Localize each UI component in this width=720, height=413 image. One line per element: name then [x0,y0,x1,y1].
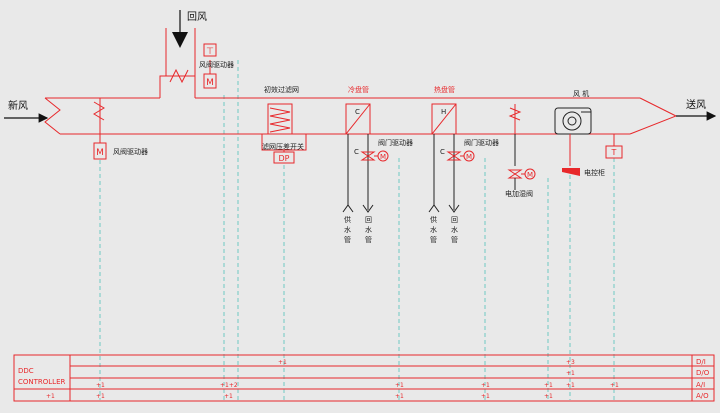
svg-text:水: 水 [451,225,458,234]
svg-text:+1: +1 [481,382,490,389]
row-label-ai: A/I [696,381,705,389]
return-damper: M ⊤ 风阀驱动器 [166,43,234,89]
temp-sensor: T [605,134,623,159]
controller-name-1: DDC [18,367,34,375]
humidifier-valve-actuator [524,168,536,180]
dp-text: DP [279,154,290,163]
ddc-controller: DDC CONTROLLER D/I D/O A/I A/O +1 +3 +1 … [13,354,715,402]
svg-text:C: C [440,148,445,156]
svg-text:+1: +1 [544,393,553,400]
fan-label: 风 机 [573,89,589,98]
svg-text:+1: +1 [96,382,105,389]
signal-lines [99,60,615,400]
svg-text:C: C [355,108,360,116]
return-damper-m: M [206,78,214,88]
svg-text:T: T [611,148,617,157]
supply-air-label: 送风 [686,98,706,111]
filter: 初效过滤网 DP 滤网压差开关 [261,85,307,164]
svg-text:+1: +1 [395,393,404,400]
fan: 风 机 电控柜 [554,89,605,177]
row-label-do: D/O [696,369,710,377]
svg-text:+3: +3 [566,359,575,366]
cooling-coil-label: 冷盘管 [348,85,369,94]
humidifier: M 电加湿阀 [505,104,536,198]
svg-text:水: 水 [344,225,351,234]
controller-name-2: CONTROLLER [18,378,66,386]
svg-text:+1: +1 [481,393,490,400]
cooling-valve [360,151,376,161]
filter-dp-label: 滤网压差开关 [262,142,304,151]
svg-text:+1: +1 [566,370,575,377]
svg-text:+1+2: +1+2 [220,382,238,389]
cooling-coil: 冷盘管 C C M 阀门驱动器 供 水 管 回 水 管 [342,85,413,244]
svg-text:管: 管 [365,235,372,244]
cooling-valve-actuator [377,150,389,162]
svg-text:+1: +1 [96,393,105,400]
return-air-label: 回风 [187,11,207,23]
svg-text:供: 供 [344,215,351,224]
svg-text:管: 管 [451,235,458,244]
svg-text:H: H [441,108,446,116]
svg-text:+1: +1 [46,393,55,400]
humidifier-label: 电加湿阀 [505,189,533,198]
humidifier-valve [507,169,523,179]
heating-valve-actuator [463,150,475,162]
row-label-ao: A/O [696,392,709,400]
fresh-damper-m: M [96,148,104,158]
svg-text:⊤: ⊤ [206,47,214,57]
fresh-air-label: 新风 [8,99,28,112]
svg-text:+1: +1 [544,382,553,389]
svg-text:+1: +1 [224,393,233,400]
fresh-damper-label: 风阀驱动器 [113,147,148,156]
svg-text:水: 水 [430,225,437,234]
filter-label: 初效过滤网 [264,85,299,94]
svg-text:M: M [527,171,533,179]
supply-air-arrow: 送风 [676,98,717,121]
svg-text:管: 管 [344,235,351,244]
svg-text:+1: +1 [566,382,575,389]
svg-text:M: M [466,153,472,161]
return-damper-switch-box [203,43,217,57]
cabinet-label: 电控柜 [584,168,605,177]
return-damper-label: 风阀驱动器 [199,60,234,69]
valve-actuator-label-2: 阀门驱动器 [464,138,499,147]
svg-text:回: 回 [365,216,372,224]
heating-valve [446,151,462,161]
svg-text:水: 水 [365,225,372,234]
heating-coil-label: 热盘管 [434,85,455,94]
fresh-damper: M 风阀驱动器 [93,98,148,160]
svg-text:+1: +1 [395,382,404,389]
fresh-damper-actuator-box [93,142,107,160]
air-duct [44,28,678,135]
svg-text:M: M [380,153,386,161]
return-air-arrow: 回风 [172,10,207,48]
svg-text:供: 供 [430,215,437,224]
svg-text:+1: +1 [610,382,619,389]
cabinet-symbol [562,168,580,176]
svg-text:回: 回 [451,216,458,224]
fresh-air-arrow: 新风 [4,99,49,123]
row-label-di: D/I [696,358,706,366]
svg-text:C: C [354,148,359,156]
svg-text:+1: +1 [278,359,287,366]
valve-actuator-label-1: 阀门驱动器 [378,138,413,147]
heating-coil: 热盘管 H C M 阀门驱动器 供 水 管 回 水 管 [428,85,499,244]
svg-text:管: 管 [430,235,437,244]
